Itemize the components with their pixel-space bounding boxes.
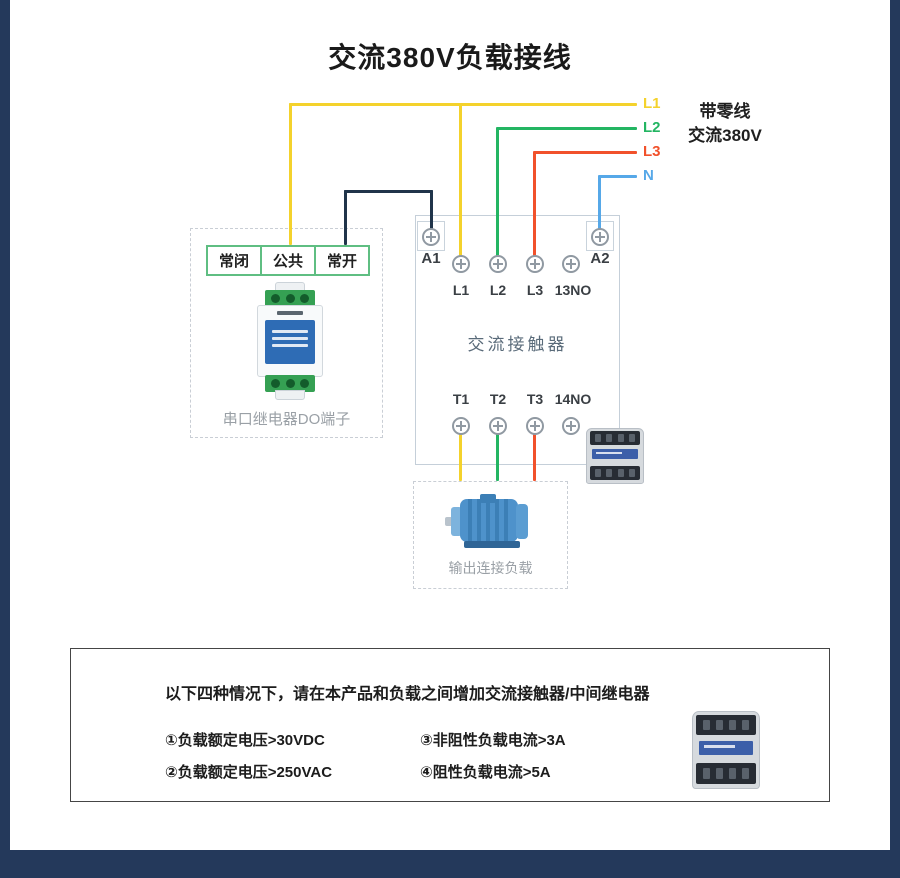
contactor-photo-terminals-bottom bbox=[589, 465, 641, 481]
wire-t1-to-load bbox=[459, 426, 462, 481]
supply-note-line2: 交流380V bbox=[688, 126, 762, 145]
contactor-photo-label bbox=[699, 740, 753, 755]
terminal-t3-icon bbox=[526, 417, 544, 435]
label-14no: 14NO bbox=[554, 391, 592, 407]
terminal-a2-icon bbox=[591, 228, 609, 246]
notice-heading: 以下四种情况下，请在本产品和负载之间增加交流接触器/中间继电器 bbox=[165, 686, 650, 703]
label-t3: T3 bbox=[526, 391, 544, 407]
wire-l1-drop-to-relay-com bbox=[289, 103, 292, 245]
do-terminal-no: 常开 bbox=[314, 245, 370, 276]
terminal-l2-icon bbox=[489, 255, 507, 273]
label-a2: A2 bbox=[590, 250, 610, 267]
wire-label-l1: L1 bbox=[643, 95, 661, 112]
relay-do-terminals: 常闭 公共 常开 bbox=[206, 245, 370, 276]
wire-l3-horizontal bbox=[534, 151, 637, 154]
notice-item-1: ①负载额定电压>30VDC bbox=[165, 732, 325, 749]
load-caption: 输出连接负载 bbox=[448, 560, 533, 576]
wire-label-l2: L2 bbox=[643, 119, 661, 136]
terminal-14no-icon bbox=[562, 417, 580, 435]
relay-label-sticker bbox=[265, 320, 315, 364]
page-title: 交流380V负载接线 bbox=[328, 42, 572, 73]
label-t2: T2 bbox=[489, 391, 507, 407]
wire-t3-to-load bbox=[533, 426, 536, 481]
wire-l3-drop bbox=[533, 151, 536, 264]
notice-item-3: ③非阻性负载电流>3A bbox=[420, 732, 566, 749]
terminal-t1-icon bbox=[452, 417, 470, 435]
terminal-l3-icon bbox=[526, 255, 544, 273]
wire-n-drop-to-a2 bbox=[598, 175, 601, 237]
relay-do-box bbox=[190, 228, 383, 438]
wire-control-horizontal bbox=[344, 190, 433, 193]
terminal-l1-icon bbox=[452, 255, 470, 273]
terminal-13no-icon bbox=[562, 255, 580, 273]
wire-n-horizontal bbox=[599, 175, 637, 178]
label-l1: L1 bbox=[452, 282, 470, 298]
relay-logo-mark bbox=[277, 311, 303, 315]
do-terminal-com: 公共 bbox=[260, 245, 316, 276]
wire-control-vertical-a1 bbox=[430, 190, 433, 237]
contactor-photo-terminals-bottom bbox=[696, 763, 756, 784]
terminal-a1-icon bbox=[422, 228, 440, 246]
wire-l1-drop-to-contactor bbox=[459, 103, 462, 264]
contactor-photo-large bbox=[690, 711, 762, 789]
wire-label-l3: L3 bbox=[643, 143, 661, 160]
load-box bbox=[413, 481, 568, 589]
wire-t2-to-load bbox=[496, 426, 499, 481]
terminal-t2-icon bbox=[489, 417, 507, 435]
contactor-photo-label bbox=[592, 449, 638, 460]
frame-bar-bottom bbox=[0, 850, 900, 878]
relay-mount-flange-bottom bbox=[275, 390, 305, 400]
wire-l1-horizontal bbox=[289, 103, 637, 106]
label-l2: L2 bbox=[489, 282, 507, 298]
label-a1: A1 bbox=[421, 250, 441, 267]
notice-item-4: ④阻性负载电流>5A bbox=[420, 764, 551, 781]
label-l3: L3 bbox=[526, 282, 544, 298]
supply-note: 带零线 交流380V bbox=[655, 100, 795, 148]
label-13no: 13NO bbox=[554, 282, 592, 298]
relay-terminal-block-top bbox=[265, 290, 315, 307]
relay-caption: 串口继电器DO端子 bbox=[222, 411, 351, 428]
notice-item-2: ②负载额定电压>250VAC bbox=[165, 764, 333, 781]
label-t1: T1 bbox=[452, 391, 470, 407]
relay-terminal-block-bottom bbox=[265, 375, 315, 392]
contactor-box bbox=[415, 215, 620, 465]
relay-module-photo bbox=[257, 282, 323, 400]
contactor-photo-terminals-top bbox=[589, 430, 641, 446]
motor-icon bbox=[445, 494, 528, 548]
relay-body bbox=[257, 305, 323, 377]
wire-l2-horizontal bbox=[497, 127, 637, 130]
supply-note-line1: 带零线 bbox=[699, 102, 751, 121]
frame-bar-right bbox=[890, 0, 900, 878]
contactor-name: 交流接触器 bbox=[467, 335, 568, 354]
wire-label-n: N bbox=[643, 167, 654, 184]
wire-control-vertical-relay bbox=[344, 190, 347, 245]
frame-bar-left bbox=[0, 0, 10, 878]
contactor-photo-small bbox=[584, 428, 646, 484]
contactor-photo-terminals-top bbox=[696, 714, 756, 736]
do-terminal-nc: 常闭 bbox=[206, 245, 262, 276]
wire-l2-drop bbox=[496, 127, 499, 264]
